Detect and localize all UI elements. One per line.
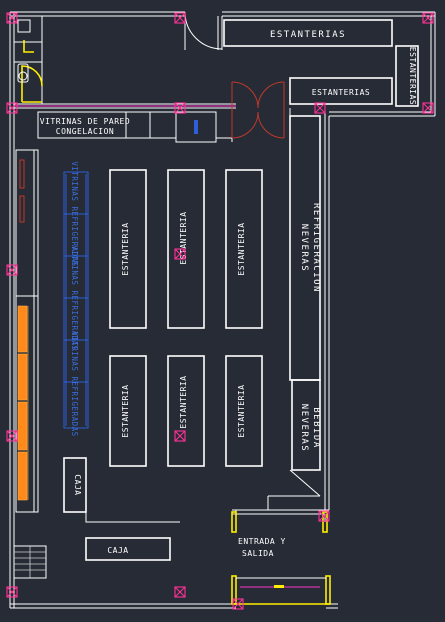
label-vitrinas-refrig-3: VITRINAS REFRIGERADAS (70, 331, 79, 436)
island-shelves: ESTANTERIA ESTANTERIA ESTANTERIA ESTANTE… (109, 169, 263, 467)
column-marker (6, 430, 18, 442)
outer-walls (9, 11, 436, 609)
label-entrada-1: ENTRADA Y (238, 537, 286, 546)
label-caja-2: CAJA (107, 546, 128, 555)
label-neveras-refrig-2: REFRIGERACION (311, 203, 321, 293)
column-marker (6, 264, 18, 276)
label-estanteria-3: ESTANTERIA (237, 222, 246, 275)
column-marker-cross (318, 510, 330, 522)
cashiers: CAJA CAJA (13, 457, 180, 579)
entrance: ENTRADA Y SALIDA (231, 511, 331, 605)
column-marker (6, 102, 18, 114)
column-marker-cross (174, 102, 186, 114)
label-vitrinas-pared-1: VITRINAS DE PARED (40, 117, 130, 126)
column-marker-cross (174, 586, 186, 598)
column-marker (174, 12, 186, 24)
column-marker (6, 586, 18, 598)
column-marker (422, 102, 434, 114)
column-marker-cross (174, 248, 186, 260)
column-marker-cross (6, 586, 18, 598)
column-marker-cross (174, 12, 186, 24)
label-estanteria-4: ESTANTERIA (121, 384, 130, 437)
refrigeration-fridges: NEVERAS REFRIGERACION NEVERAS BEBIDA (289, 115, 321, 497)
label-neveras-bebida-1: NEVERAS (299, 404, 309, 452)
structural-columns (6, 12, 434, 610)
double-door (231, 81, 285, 139)
label-caja-1: CAJA (73, 474, 82, 495)
top-door (184, 11, 223, 50)
column-marker-cross (6, 430, 18, 442)
column-marker (174, 102, 186, 114)
left-wall-shelving (15, 149, 39, 513)
label-estanterias-top: ESTANTERIAS (270, 30, 346, 40)
label-estanteria-5: ESTANTERIA (179, 375, 188, 428)
wall-freezers: VITRINAS DE PARED CONGELACION (37, 108, 233, 143)
label-estanterias-mid: ESTANTERIAS (312, 88, 370, 97)
column-marker (6, 12, 18, 24)
column-marker (318, 510, 330, 522)
label-estanteria-1: ESTANTERIA (121, 222, 130, 275)
column-marker (174, 248, 186, 260)
column-marker-cross (422, 12, 434, 24)
column-marker (174, 430, 186, 442)
column-marker (314, 102, 326, 114)
column-marker (232, 598, 244, 610)
shelving-top: ESTANTERIAS ESTANTERIAS ESTANTERIAS (223, 19, 419, 116)
column-marker-cross (6, 12, 18, 24)
label-neveras-bebida-2: BEBIDA (311, 407, 321, 449)
column-marker (174, 586, 186, 598)
column-marker-cross (6, 102, 18, 114)
label-estanterias-vertical: ESTANTERIAS (408, 47, 417, 105)
label-vitrinas-pared-2: CONGELACION (56, 127, 114, 136)
label-neveras-refrig-1: NEVERAS (299, 224, 309, 272)
label-estanteria-2: ESTANTERIA (179, 211, 188, 264)
label-entrada-2: SALIDA (242, 549, 274, 558)
label-vitrinas-refrig-2: VITRINAS REFRIGERADAS (70, 245, 79, 350)
bathroom (14, 16, 236, 109)
column-marker (422, 12, 434, 24)
label-estanteria-6: ESTANTERIA (237, 384, 246, 437)
label-vitrinas-refrig-1: VITRINAS REFRIGERADAS (70, 161, 79, 266)
column-marker-cross (6, 264, 18, 276)
refrigerated-cases: VITRINAS REFRIGERADAS VITRINAS REFRIGERA… (63, 161, 89, 437)
column-marker-cross (422, 102, 434, 114)
column-marker-cross (314, 102, 326, 114)
column-marker-cross (232, 598, 244, 610)
column-marker-cross (174, 430, 186, 442)
